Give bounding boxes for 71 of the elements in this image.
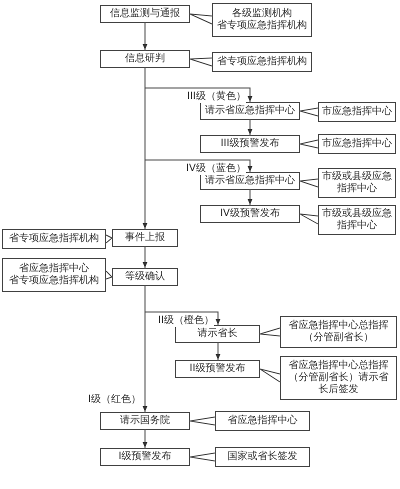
- callout-line: [106, 234, 112, 244]
- arrow: [142, 286, 148, 412]
- process-box: [175, 325, 260, 343]
- callout-text: 省应急指挥中心总指挥（分管副省长）请示省长后签发: [288, 360, 390, 396]
- arrow: [248, 120, 252, 136]
- arrow: [142, 68, 148, 230]
- process-box: [100, 5, 190, 23]
- callout-line: [190, 452, 216, 462]
- callout-line: [190, 14, 212, 24]
- step-label: 等级确认: [125, 271, 165, 283]
- process-box: [175, 360, 260, 378]
- step-label: 信息研判: [125, 53, 165, 65]
- step-label: II级预警发布: [190, 363, 246, 375]
- callout-text: 市应急指挥中心: [322, 138, 392, 150]
- arrow: [248, 190, 252, 206]
- callout-line: [190, 58, 212, 66]
- step-label: 信息监测与通报: [110, 8, 180, 20]
- callout-box: [215, 411, 310, 431]
- callout-box: [318, 134, 396, 154]
- callout-line: [300, 108, 318, 116]
- step-label: 请示省应急指挥中心: [205, 175, 295, 187]
- process-box: [200, 172, 300, 190]
- callout-line: [260, 328, 280, 336]
- callout-box: [212, 3, 312, 37]
- process-box: [100, 50, 190, 68]
- edge-label: II级（橙色）: [158, 315, 214, 327]
- callout-text: 省应急指挥中心: [228, 415, 298, 427]
- process-box: [100, 412, 190, 430]
- callout-box: [280, 356, 397, 400]
- callout-line: [260, 368, 280, 382]
- edge-label: III级（黄色）: [187, 91, 246, 103]
- callout-line: [300, 214, 318, 224]
- step-label: I级预警发布: [118, 451, 172, 463]
- process-box: [200, 205, 300, 223]
- callout-text: 市级或县级应急指挥中心: [322, 208, 392, 232]
- callout-text: 市级或县级应急指挥中心: [322, 171, 392, 195]
- process-box: [112, 229, 178, 247]
- step-label: 请示省应急指挥中心: [205, 105, 295, 117]
- arrow: [142, 430, 148, 448]
- step-label: 事件上报: [125, 232, 165, 244]
- step-label: IV级预警发布: [220, 208, 280, 220]
- callout-box: [2, 229, 106, 249]
- arrow: [142, 22, 148, 50]
- callout-box: [2, 258, 106, 292]
- arrow: [216, 342, 220, 360]
- process-box: [100, 448, 190, 466]
- process-box: [200, 135, 300, 153]
- callout-box: [215, 447, 310, 467]
- callout-text: 省专项应急指挥机构: [217, 56, 307, 68]
- callout-text: 市应急指挥中心: [322, 106, 392, 118]
- process-box: [112, 268, 178, 286]
- edge-label: IV级（蓝色）: [186, 163, 246, 175]
- callout-text: 省专项应急指挥机构: [9, 275, 99, 287]
- callout-text: 国家或省长签发: [228, 451, 298, 463]
- step-label: 请示省长: [198, 328, 238, 340]
- callout-box: [280, 316, 397, 348]
- callout-box: [212, 52, 312, 72]
- callout-text: 省专项应急指挥机构: [9, 233, 99, 245]
- callout-line: [300, 140, 318, 148]
- callout-line: [300, 178, 318, 188]
- step-label: III级预警发布: [220, 138, 280, 150]
- callout-line: [190, 416, 216, 426]
- callout-line: [106, 270, 112, 280]
- arrow: [142, 246, 148, 268]
- callout-text: 各级监测机构: [232, 8, 292, 20]
- callout-text: 省应急指挥中心总指挥（分管副省长）: [288, 320, 390, 344]
- step-label: 请示国务院: [120, 415, 170, 427]
- process-box: [200, 102, 300, 120]
- callout-text: 省专项应急指挥机构: [217, 20, 307, 32]
- callout-text: 省应急指挥中心: [19, 263, 89, 274]
- callout-box: [318, 102, 396, 122]
